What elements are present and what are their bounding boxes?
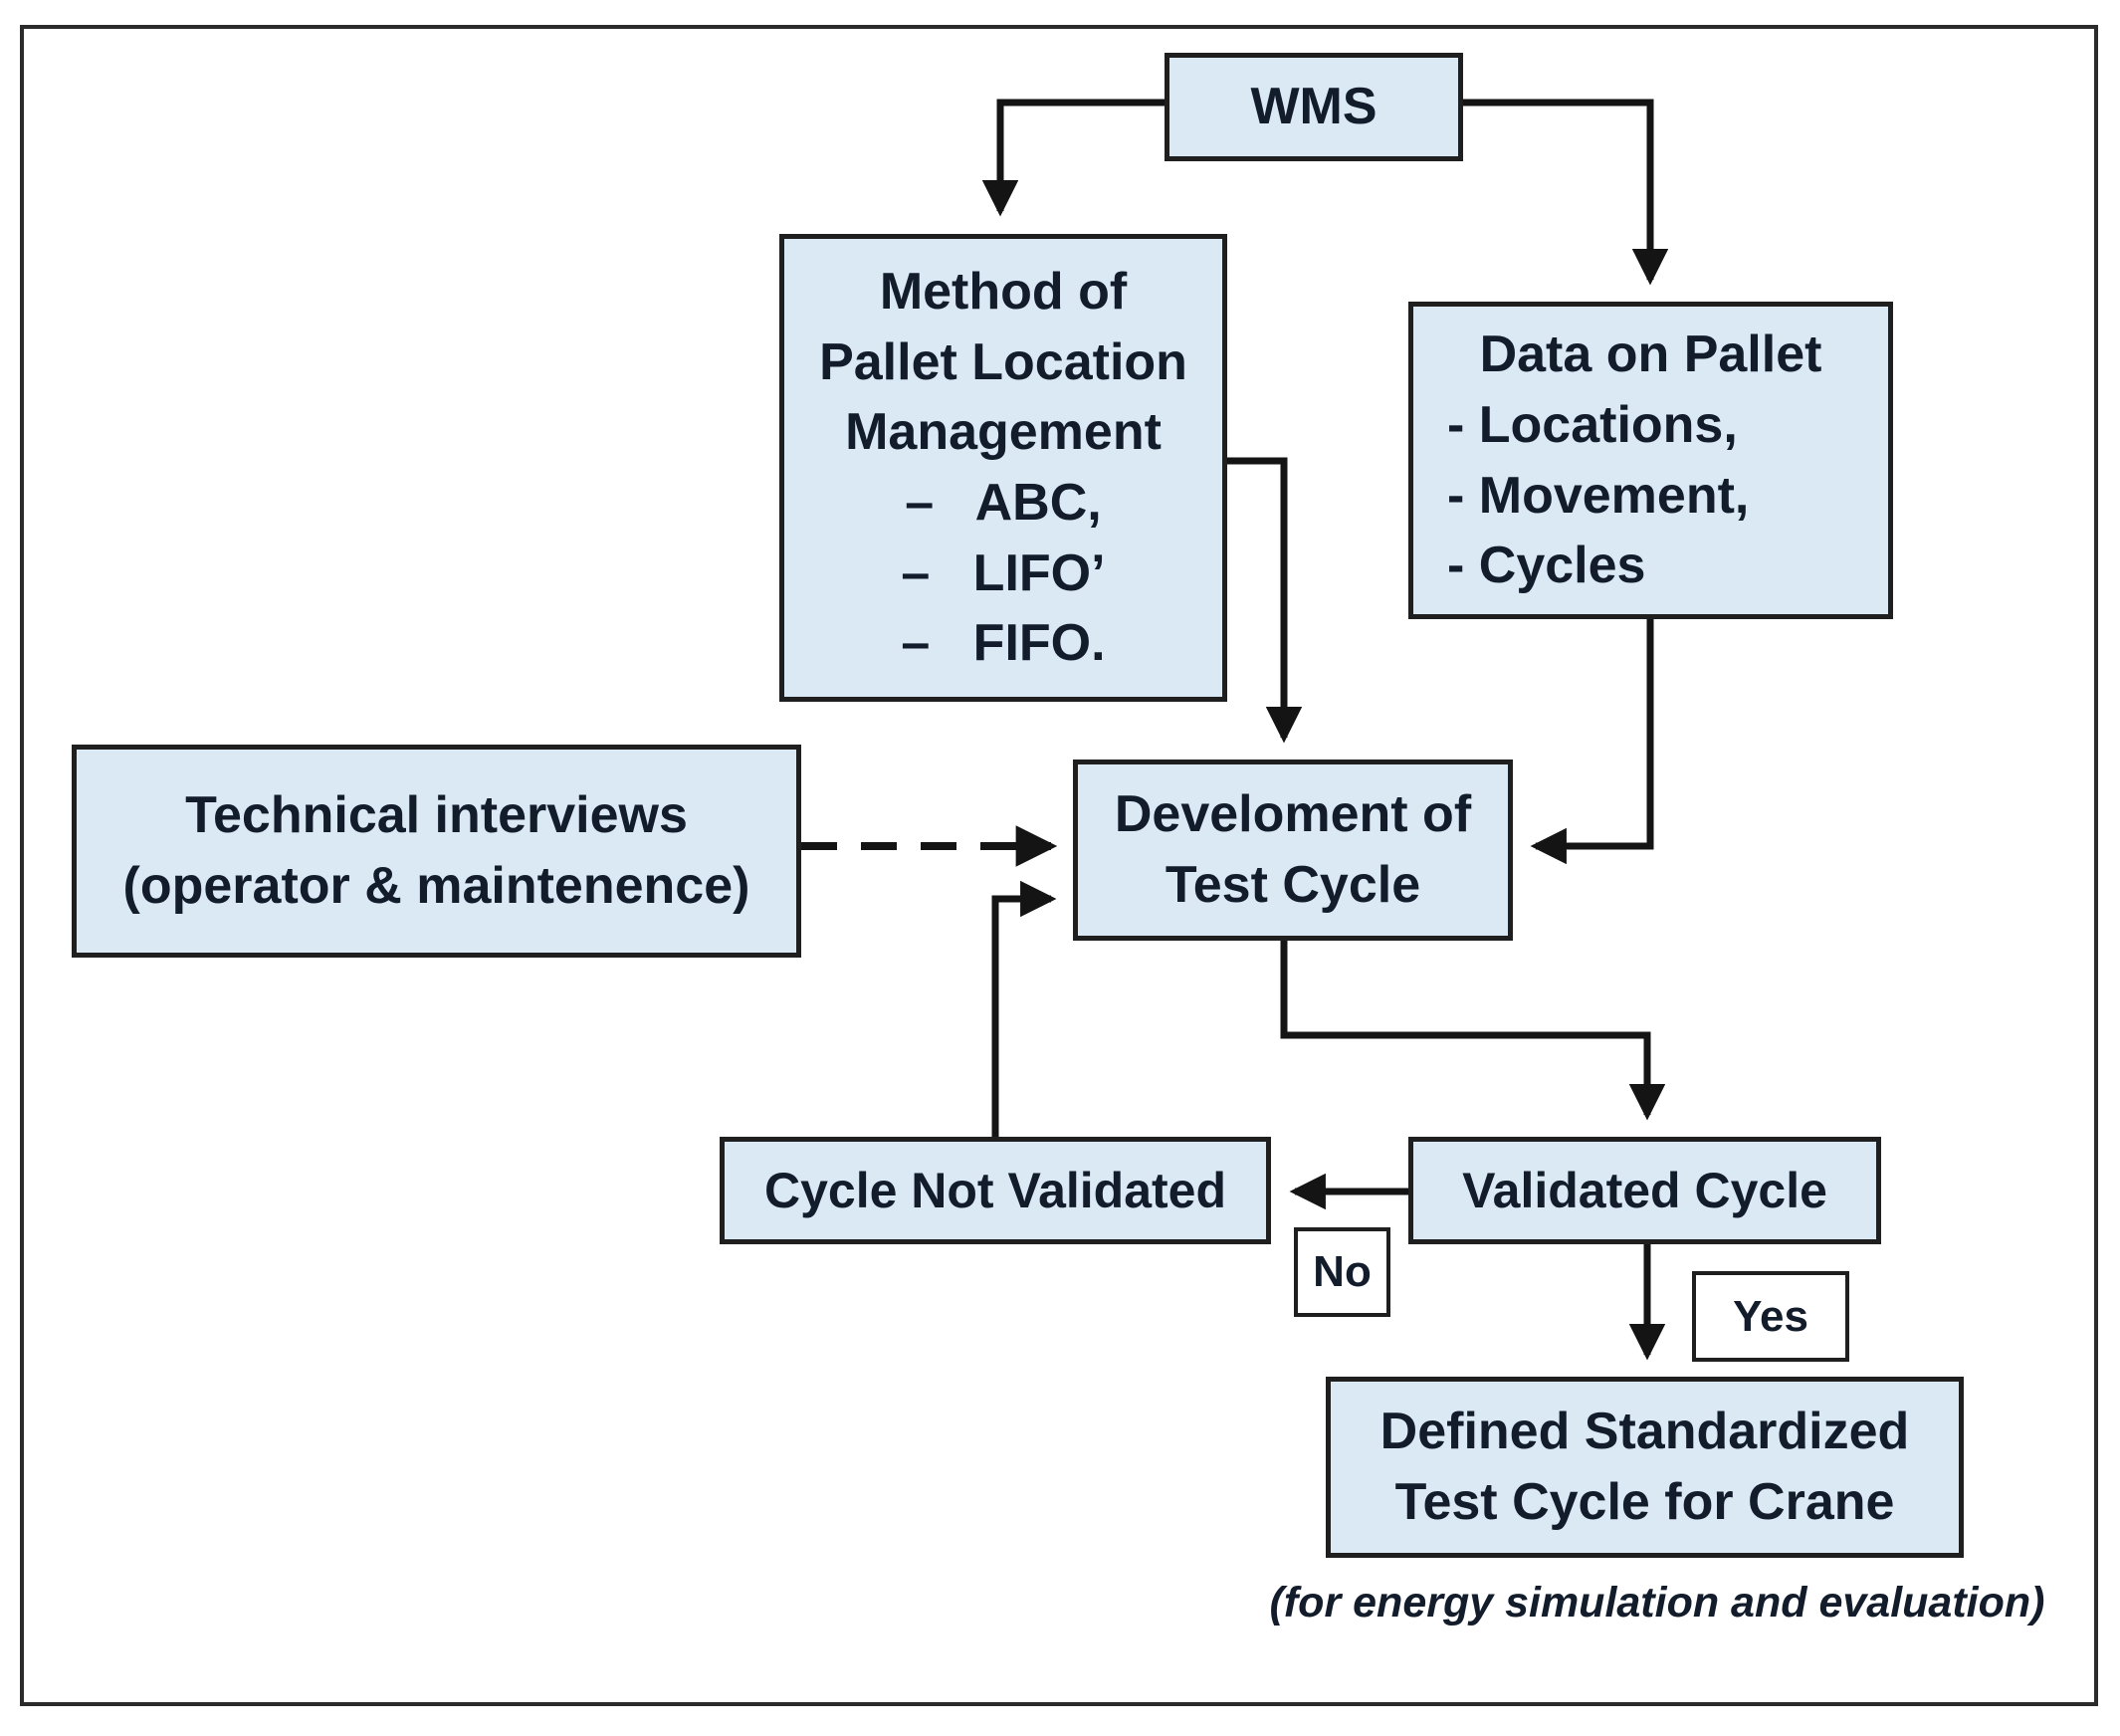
defined-cycle-line-1: Defined Standardized <box>1379 1403 1910 1461</box>
decision-label-no: No <box>1294 1227 1390 1317</box>
yes-label-text: Yes <box>1733 1291 1808 1341</box>
node-validated-cycle: Validated Cycle <box>1408 1137 1881 1244</box>
connector-development-to-validated-cycle <box>1280 941 1666 1121</box>
development-line-1: Develoment of <box>1114 785 1472 844</box>
node-cycle-not-validated: Cycle Not Validated <box>720 1137 1271 1244</box>
tech-interviews-line-2: (operator & maintenence) <box>122 857 750 915</box>
figure-caption: (for energy simulation and evaluation) <box>1269 1579 2045 1627</box>
validated-cycle-label: Validated Cycle <box>1462 1163 1827 1218</box>
node-wms-label: WMS <box>1250 78 1378 136</box>
method-line-3: Management <box>845 403 1162 462</box>
node-wms: WMS <box>1165 53 1463 161</box>
decision-label-yes: Yes <box>1692 1271 1849 1362</box>
cycle-not-validated-label: Cycle Not Validated <box>763 1163 1227 1218</box>
node-defined-standardized-cycle: Defined Standardized Test Cycle for Cran… <box>1326 1377 1964 1558</box>
development-line-2: Test Cycle <box>1165 856 1421 914</box>
method-bullet-abc: – ABC, <box>905 474 1102 532</box>
data-pallet-item-locations: - Locations, <box>1447 395 1738 454</box>
node-data-on-pallet: Data on Pallet - Locations, - Movement, … <box>1408 302 1893 619</box>
tech-interviews-line-1: Technical interviews <box>185 786 688 845</box>
method-bullet-lifo: – LIFO’ <box>901 543 1106 602</box>
data-pallet-title: Data on Pallet <box>1479 326 1822 384</box>
connector-data-pallet-to-development <box>1530 619 1654 865</box>
data-pallet-item-cycles: - Cycles <box>1447 537 1646 595</box>
method-line-2: Pallet Location <box>819 332 1187 391</box>
node-development-test-cycle: Develoment of Test Cycle <box>1073 760 1513 941</box>
connector-not-validated-feedback-to-development <box>991 880 1057 1137</box>
connector-wms-to-method <box>981 99 1165 217</box>
defined-cycle-line-2: Test Cycle for Crane <box>1394 1473 1895 1531</box>
method-bullet-fifo: – FIFO. <box>901 614 1106 673</box>
node-technical-interviews: Technical interviews (operator & mainten… <box>72 745 801 958</box>
diagram-frame <box>20 25 2098 1706</box>
connector-method-to-development <box>1227 457 1303 744</box>
data-pallet-item-movement: - Movement, <box>1447 466 1750 525</box>
method-line-1: Method of <box>879 262 1128 321</box>
node-method-pallet-location: Method of Pallet Location Management – A… <box>779 234 1227 702</box>
connector-wms-to-data-pallet <box>1463 99 1669 286</box>
no-label-text: No <box>1313 1247 1372 1296</box>
